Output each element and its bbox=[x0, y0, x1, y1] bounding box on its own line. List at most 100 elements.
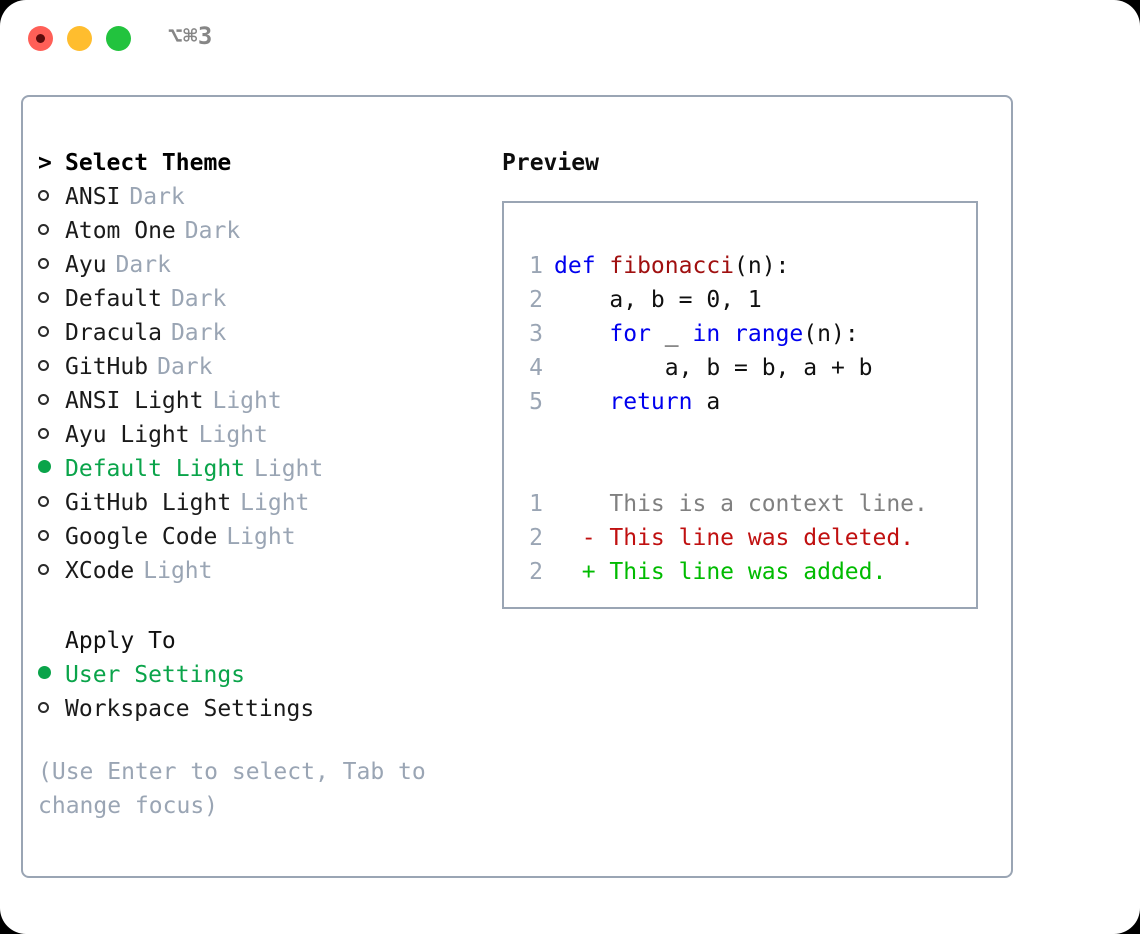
code-token: a, b = b, a + b bbox=[554, 355, 873, 381]
theme-variant-label: Light bbox=[226, 524, 296, 550]
line-number: 2 bbox=[529, 525, 543, 551]
line-number: 1 bbox=[529, 253, 543, 279]
theme-list-item[interactable]: Atom One Dark bbox=[38, 214, 478, 248]
theme-name: Ayu Light bbox=[65, 422, 190, 448]
theme-variant-label: Dark bbox=[129, 184, 185, 210]
radio-unselected-icon[interactable] bbox=[38, 486, 65, 520]
radio-unselected-icon[interactable] bbox=[38, 418, 65, 452]
radio-unselected-icon[interactable] bbox=[38, 316, 65, 350]
theme-name: ANSI bbox=[65, 184, 121, 210]
diff-text: This is a context line. bbox=[609, 491, 928, 517]
code-token bbox=[554, 321, 609, 347]
diff-text: This line was added. bbox=[609, 559, 887, 585]
code-line: 3 for _ in range(n): bbox=[517, 317, 928, 351]
code-token: a bbox=[692, 389, 721, 415]
theme-list-item[interactable]: ANSI Light Light bbox=[38, 384, 478, 418]
keyboard-shortcut-label: ⌥⌘3 bbox=[168, 22, 213, 50]
theme-name: GitHub bbox=[65, 354, 149, 380]
line-number: 2 bbox=[529, 559, 543, 585]
theme-variant-label: Dark bbox=[170, 286, 227, 312]
theme-variant-label: Dark bbox=[170, 320, 227, 346]
maximize-button[interactable] bbox=[106, 26, 131, 51]
radio-unselected-icon[interactable] bbox=[38, 554, 65, 588]
code-token: _ bbox=[650, 321, 693, 347]
code-line: 1 def fibonacci(n): bbox=[517, 249, 928, 283]
caret-icon: > bbox=[38, 150, 52, 176]
theme-variant-label: Light bbox=[198, 422, 268, 448]
apply-to-option-label: Workspace Settings bbox=[65, 696, 315, 722]
code-token: return bbox=[609, 389, 693, 415]
diff-sign bbox=[554, 491, 609, 517]
apply-to-title: Apply To bbox=[65, 628, 176, 654]
code-token: def bbox=[554, 253, 610, 279]
diff-sign: - bbox=[554, 525, 610, 551]
radio-unselected-icon[interactable] bbox=[38, 350, 65, 384]
preview-label: Preview bbox=[502, 150, 599, 176]
radio-selected-icon[interactable] bbox=[38, 658, 65, 692]
theme-name: Atom One bbox=[65, 218, 176, 244]
theme-variant-label: Dark bbox=[115, 252, 171, 278]
code-token: (n): bbox=[803, 321, 859, 347]
select-theme-title: Select Theme bbox=[65, 150, 232, 176]
code-token: for bbox=[609, 321, 651, 347]
title-bar: ⌥⌘3 bbox=[0, 0, 1140, 78]
theme-list-item[interactable]: ANSI Dark bbox=[38, 180, 478, 214]
radio-unselected-icon[interactable] bbox=[38, 282, 65, 316]
radio-unselected-icon[interactable] bbox=[38, 520, 65, 554]
apply-to-header: Apply To bbox=[38, 624, 478, 658]
theme-list-item[interactable]: GitHub Dark bbox=[38, 350, 478, 384]
radio-unselected-icon[interactable] bbox=[38, 248, 65, 282]
radio-unselected-icon[interactable] bbox=[38, 384, 65, 418]
theme-variant-label: Light bbox=[212, 388, 282, 414]
code-line: 2 a, b = 0, 1 bbox=[517, 283, 928, 317]
apply-to-list-item[interactable]: User Settings bbox=[38, 658, 478, 692]
line-number: 2 bbox=[529, 287, 543, 313]
theme-list-item[interactable]: Ayu Light Light bbox=[38, 418, 478, 452]
theme-name: ANSI Light bbox=[65, 388, 204, 414]
code-token bbox=[554, 389, 609, 415]
select-theme-header: > Select Theme bbox=[38, 146, 478, 180]
section-spacer bbox=[38, 588, 478, 624]
diff-line: 2 + This line was added. bbox=[517, 555, 928, 589]
theme-variant-label: Light bbox=[143, 558, 213, 584]
theme-variant-label: Light bbox=[254, 456, 324, 482]
theme-list-item[interactable]: Ayu Dark bbox=[38, 248, 478, 282]
apply-to-option-label: User Settings bbox=[65, 662, 246, 688]
close-button[interactable] bbox=[28, 26, 53, 51]
radio-selected-icon[interactable] bbox=[38, 452, 65, 486]
radio-unselected-icon[interactable] bbox=[38, 180, 65, 214]
code-line: 4 a, b = b, a + b bbox=[517, 351, 928, 385]
traffic-lights bbox=[28, 26, 131, 51]
theme-list-item[interactable]: Default Dark bbox=[38, 282, 478, 316]
diff-line: 2 - This line was deleted. bbox=[517, 521, 928, 555]
line-number: 1 bbox=[529, 491, 543, 517]
code-token: fibonacci bbox=[609, 253, 735, 279]
apply-to-list-item[interactable]: Workspace Settings bbox=[38, 692, 478, 726]
code-token: in bbox=[692, 321, 721, 347]
theme-variant-label: Dark bbox=[157, 354, 213, 380]
diff-sign: + bbox=[554, 559, 610, 585]
theme-variant-label: Dark bbox=[184, 218, 241, 244]
theme-name: Ayu bbox=[65, 252, 107, 278]
minimize-button[interactable] bbox=[67, 26, 92, 51]
radio-unselected-icon[interactable] bbox=[38, 214, 65, 248]
code-token bbox=[720, 321, 734, 347]
line-number: 5 bbox=[529, 389, 543, 415]
theme-name: Default bbox=[65, 286, 162, 312]
theme-variant-label: Light bbox=[240, 490, 310, 516]
code-token: (n): bbox=[734, 253, 790, 279]
radio-unselected-icon[interactable] bbox=[38, 692, 65, 726]
